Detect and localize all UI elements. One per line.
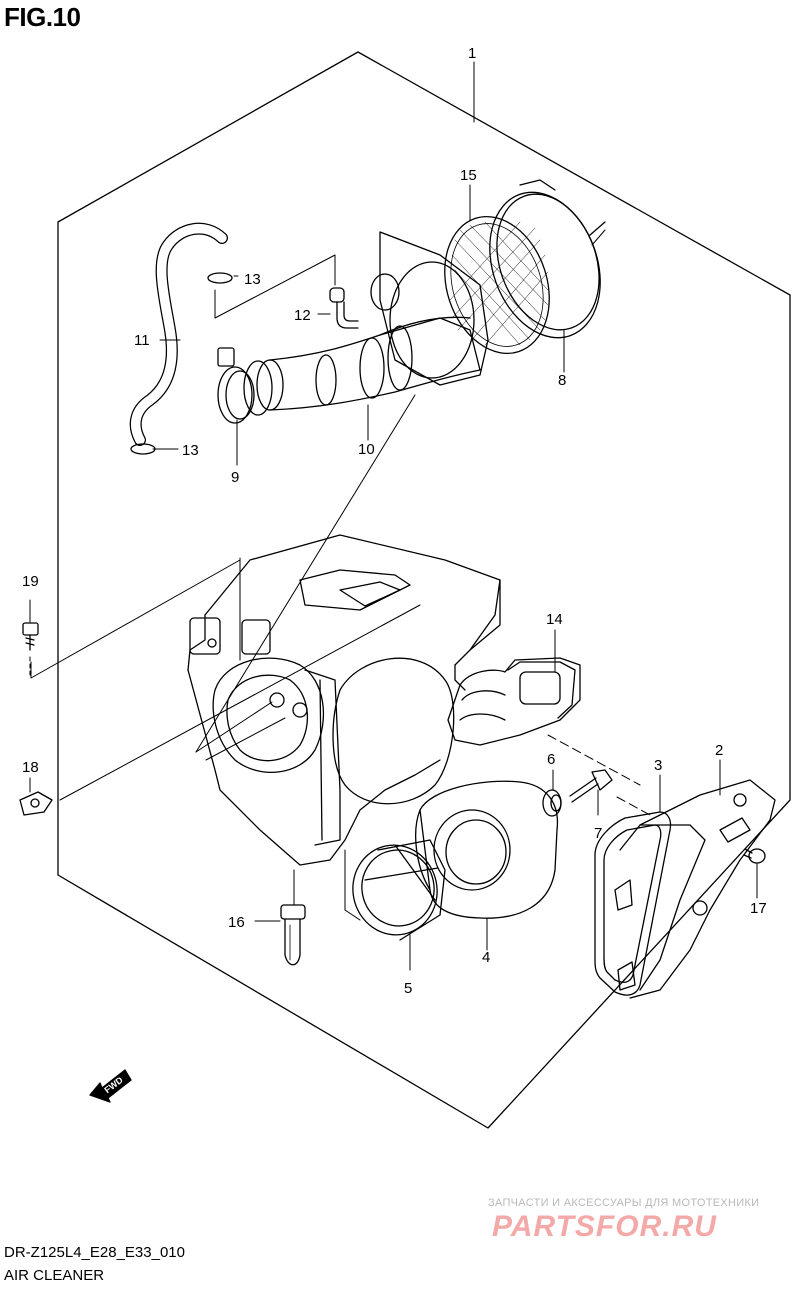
leader-lines [29,61,758,971]
callout-5: 5 [404,980,412,997]
clamp-13-lower [130,443,156,455]
callout-14: 14 [546,611,563,628]
air-cleaner-case [187,534,501,866]
figure-caption: AIR CLEANER [4,1267,105,1284]
filter-element-4 [415,780,559,919]
washer-6 [542,789,562,817]
elbow-fitting-12 [329,287,359,329]
bolt-19 [22,622,39,651]
callout-2: 2 [715,742,723,759]
clamp-band-8 [489,179,606,339]
callout-18: 18 [22,759,39,776]
callout-19: 19 [22,573,39,590]
callout-4: 4 [482,949,490,966]
callout-15: 15 [460,167,477,184]
gasket-3 [594,811,672,996]
callout-7: 7 [594,825,602,842]
intake-tube-10 [243,316,481,416]
callout-9: 9 [231,469,239,486]
bolt-17 [743,848,766,864]
intake-flange [370,231,489,386]
model-code: DR-Z125L4_E28_E33_010 [4,1244,185,1261]
callout-13-lower: 13 [182,442,199,459]
figure-title: FIG.10 [4,2,81,32]
drain-plug-16 [280,904,306,966]
callout-3: 3 [654,757,662,774]
intake-boot-14 [447,657,581,746]
clamp-13-upper [207,272,233,284]
element-holder-5 [352,839,446,941]
assembly-boundary-1 [57,51,791,1129]
callout-17: 17 [750,900,767,917]
callout-16: 16 [228,914,245,931]
clamp-9 [217,347,255,424]
watermark-tagline: ЗАПЧАСТИ И АКСЕССУАРЫ ДЛЯ МОТОТЕХНИКИ [488,1197,760,1209]
callout-12: 12 [294,307,311,324]
screw-7 [569,769,613,803]
clip-nut-18 [19,791,53,816]
callout-10: 10 [358,441,375,458]
assembly-guide-lines [29,229,651,921]
callout-11: 11 [134,332,150,349]
callout-6: 6 [547,751,555,768]
callout-1: 1 [468,45,476,62]
watermark-logo: PARTSFOR.RU [492,1210,717,1243]
callout-8: 8 [558,372,566,389]
cover-2 [614,779,776,999]
callout-13-upper: 13 [244,271,261,288]
fwd-arrow-icon [89,1069,132,1103]
